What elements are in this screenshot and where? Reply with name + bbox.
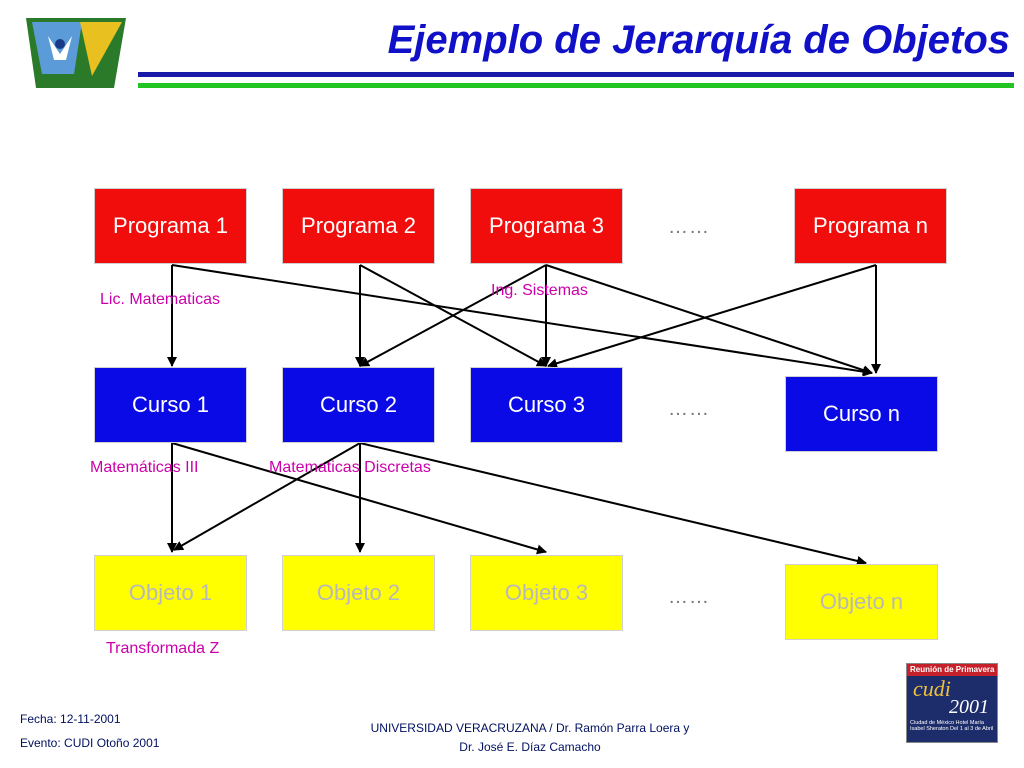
curso-ellipsis: …… [668,398,710,420]
curso-3-box: Curso 3 [470,367,623,443]
arrow-p1-cn [171,264,873,377]
arrow-p3-c2 [359,264,547,367]
footer-evento: Evento: CUDI Otoño 2001 [20,736,160,750]
programa-n-box: Programa n [794,188,947,264]
programa-2-box: Programa 2 [282,188,435,264]
title-underline-green [138,83,1014,88]
label-lic-matematicas: Lic. Matematicas [100,291,221,308]
logo-text-year: 2001 [949,696,989,718]
objeto-n-box: Objeto n [785,564,938,640]
title-underline-blue [138,72,1014,77]
cudi-event-logo: Reunión de Primavera cudi 2001 Ciudad de… [906,663,998,743]
programa-ellipsis: …… [668,216,710,238]
programa-1-box: Programa 1 [94,188,247,264]
objeto-1-box: Objeto 1 [94,555,247,631]
footer-credit-line2: Dr. José E. Díaz Camacho [459,740,601,754]
curso-n-box: Curso n [785,376,938,452]
label-matematicas-iii: Matemáticas III [90,459,199,476]
curso-1-box: Curso 1 [94,367,247,443]
footer-credit-line1: UNIVERSIDAD VERACRUZANA / Dr. Ramón Parr… [370,721,690,735]
university-logo [26,18,126,88]
objeto-ellipsis: …… [668,586,710,608]
logo-band [907,664,997,676]
arrow-c2-o1 [173,442,361,551]
footer-fecha: Fecha: 12-11-2001 [20,712,121,726]
curso-2-box: Curso 2 [282,367,435,443]
label-matematicas-discretas: Matematicas Discretas [269,459,431,476]
logo-text-venue: Ciudad de México Hotel María Isabel Sher… [910,720,994,732]
page-title: Ejemplo de Jerarquía de Objetos [387,18,1010,62]
objeto-2-box: Objeto 2 [282,555,435,631]
programa-3-box: Programa 3 [470,188,623,264]
objeto-3-box: Objeto 3 [470,555,623,631]
label-transformada-z: Transformada Z [106,640,220,657]
logo-text-reunion: Reunión de Primavera [910,665,995,674]
logo-text-cudi: cudi [913,676,951,701]
label-ing-sistemas: Ing. Sistemas [491,282,588,299]
arrow-c2-on [359,442,867,566]
arrow-p3-cn [545,264,873,375]
arrow-pn-c3 [547,264,877,369]
